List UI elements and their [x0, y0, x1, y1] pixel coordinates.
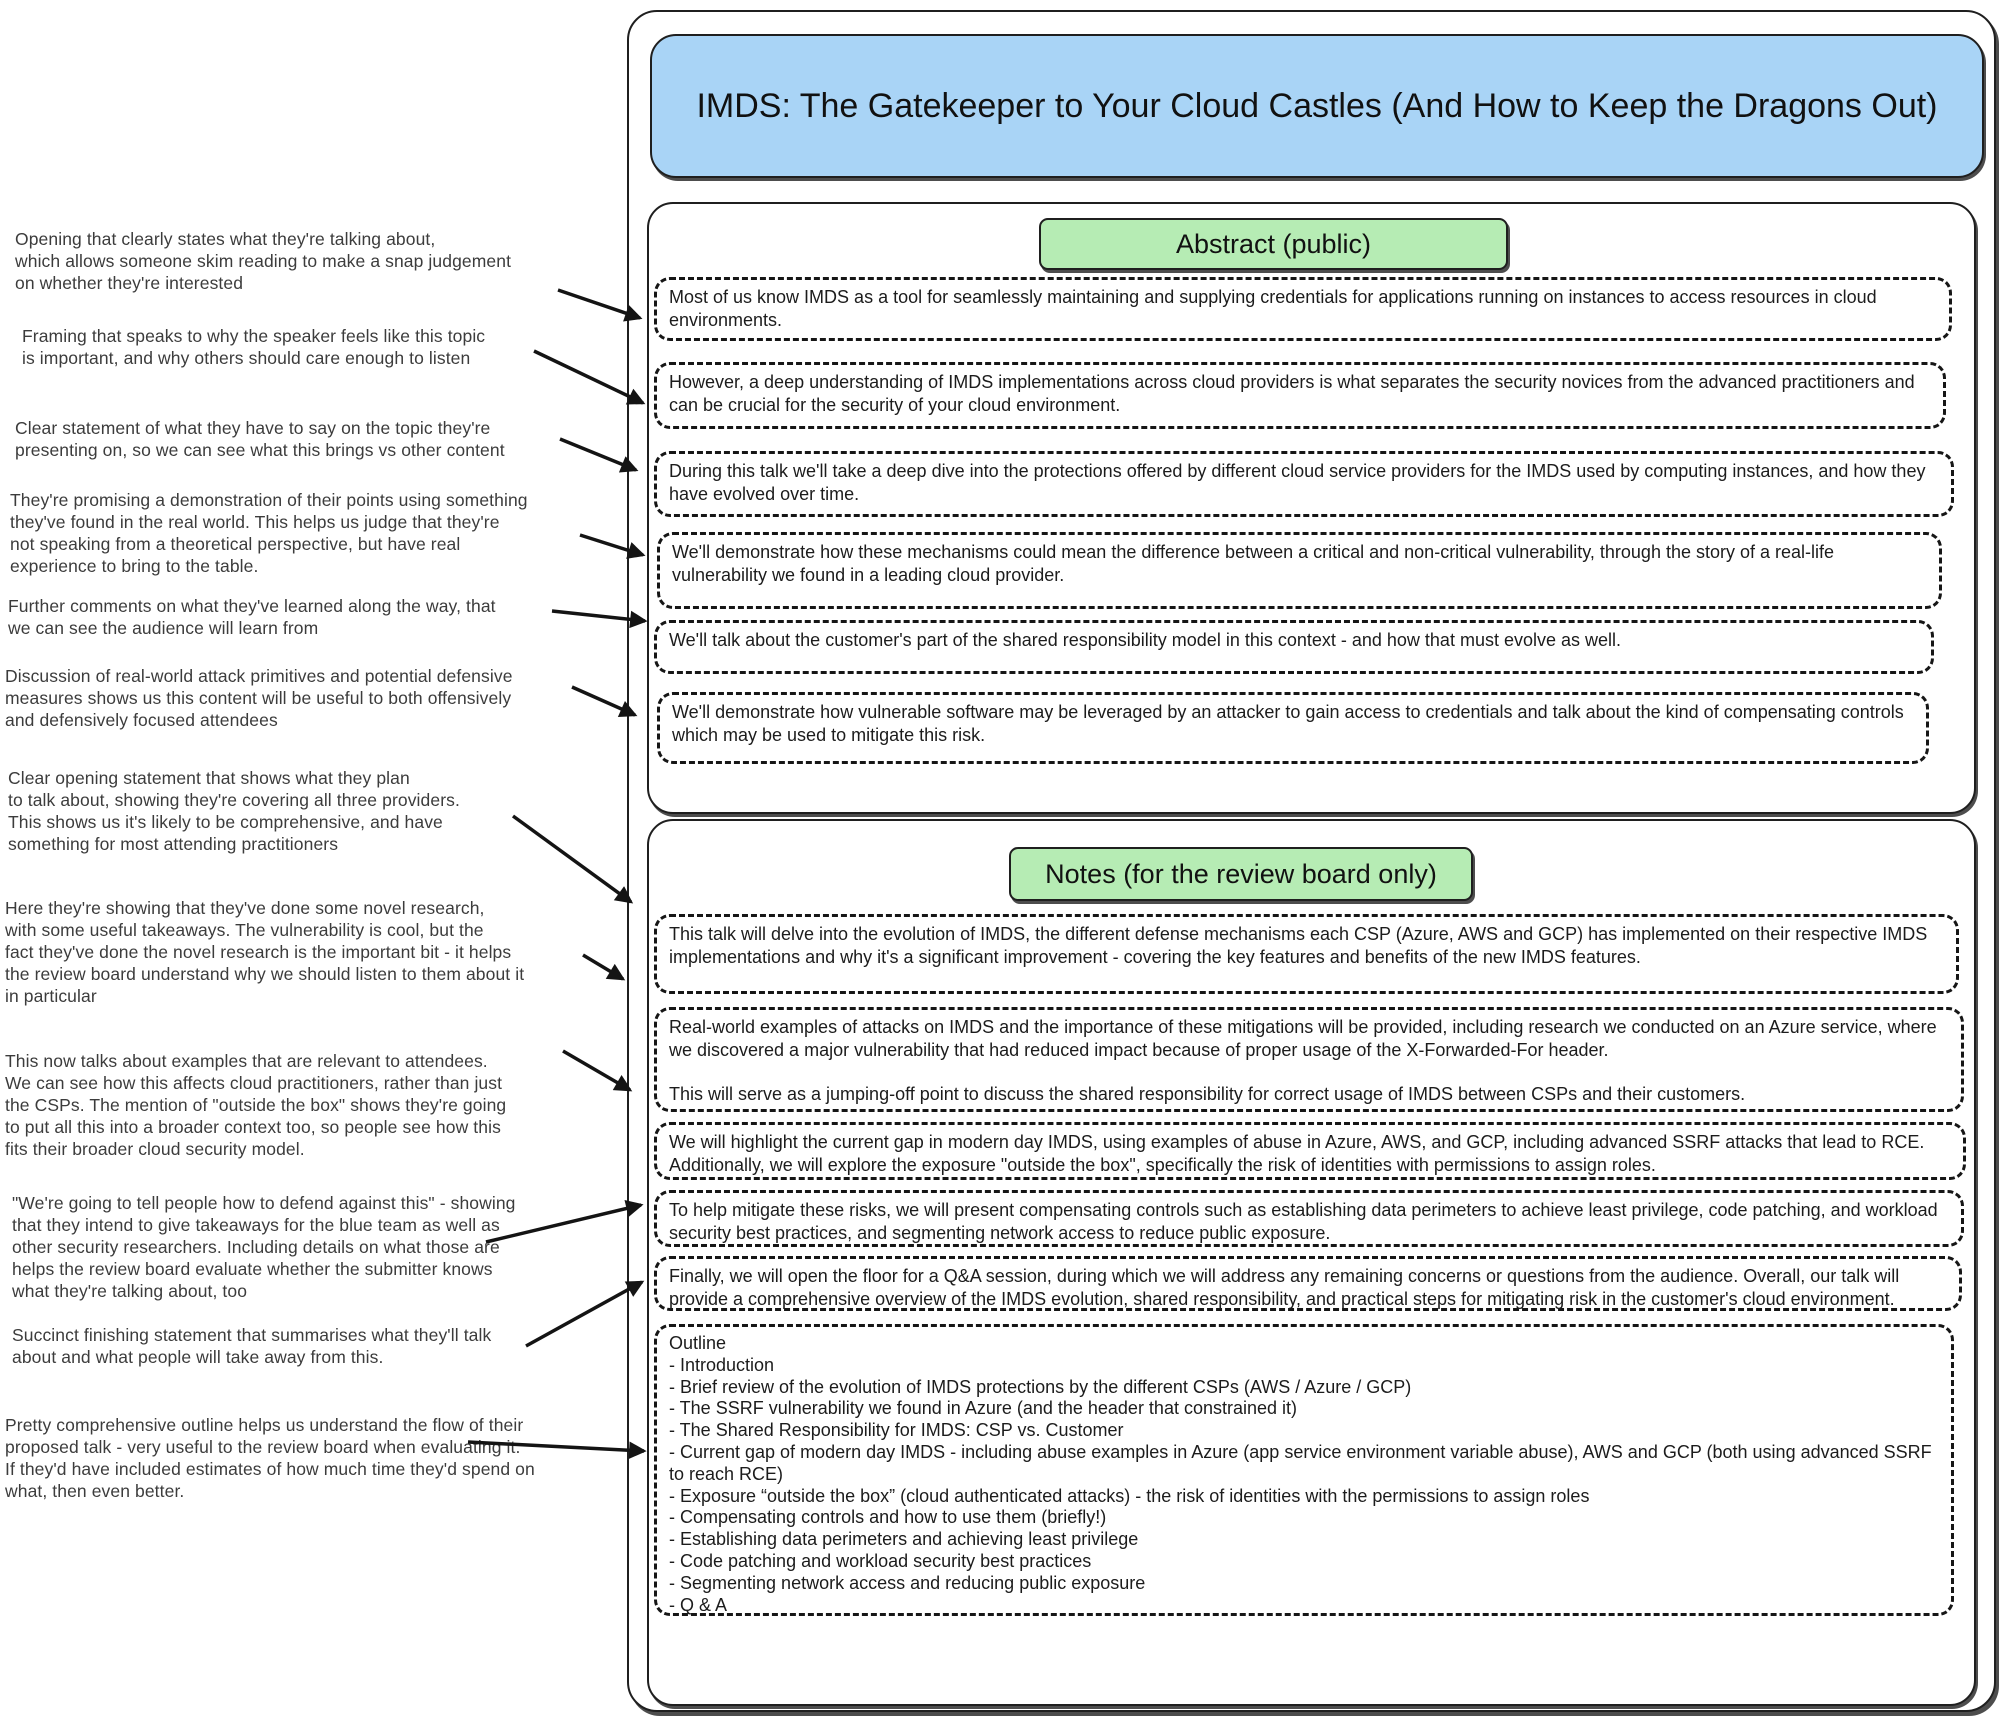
outline-item-9: - Code patching and workload security be… [669, 1550, 1092, 1571]
outline-item-10: - Segmenting network access and reducing… [669, 1572, 1146, 1593]
notes-label: Notes (for the review board only) [1009, 847, 1473, 901]
notes-box-4: To help mitigate these risks, we will pr… [654, 1190, 1964, 1247]
annotation-clear-statement: Clear statement of what they have to say… [15, 418, 505, 460]
abstract-box-2: However, a deep understanding of IMDS im… [654, 362, 1946, 429]
annotation-further-comments: Further comments on what they've learned… [8, 596, 496, 638]
annotation-framing: Framing that speaks to why the speaker f… [22, 326, 486, 368]
abstract-box-2-text: However, a deep understanding of IMDS im… [669, 372, 1915, 415]
notes-box-2-text: Real-world examples of attacks on IMDS a… [669, 1017, 1937, 1060]
notes-box-1: This talk will delve into the evolution … [654, 914, 1959, 994]
arrow-to-notes-box-1 [511, 814, 634, 904]
abstract-label: Abstract (public) [1039, 218, 1508, 270]
abstract-box-6-text: We'll demonstrate how vulnerable softwar… [672, 702, 1904, 745]
abstract-box-1: Most of us know IMDS as a tool for seaml… [654, 277, 1952, 341]
notes-box-3-text: We will highlight the current gap in mod… [669, 1132, 1925, 1175]
outline-item-2: - Brief review of the evolution of IMDS … [669, 1376, 1412, 1397]
abstract-box-3-text: During this talk we'll take a deep dive … [669, 461, 1926, 504]
annotation-demonstration: They're promising a demonstration of the… [10, 490, 528, 576]
talk-title-box: IMDS: The Gatekeeper to Your Cloud Castl… [650, 34, 1984, 178]
annotation-novel-research: Here they're showing that they've done s… [5, 898, 525, 1006]
abstract-box-5-text: We'll talk about the customer's part of … [669, 630, 1622, 650]
outline-item-6: - Exposure “outside the box” (cloud auth… [669, 1485, 1590, 1506]
annotation-finishing-statement: Succinct finishing statement that summar… [12, 1325, 492, 1367]
outline-item-1: - Introduction [669, 1354, 775, 1375]
notes-box-2-text-2: This will serve as a jumping-off point t… [669, 1084, 1746, 1104]
outline-item-11: - Q & A [669, 1594, 728, 1615]
notes-box-2: Real-world examples of attacks on IMDS a… [654, 1007, 1964, 1112]
annotation-opening-statement: Clear opening statement that shows what … [8, 768, 460, 854]
arrow-to-notes-box-2 [582, 953, 626, 981]
notes-box-5: Finally, we will open the floor for a Q&… [654, 1256, 1962, 1311]
outline-item-3: - The SSRF vulnerability we found in Azu… [669, 1398, 1298, 1419]
outline-item-8: - Establishing data perimeters and achie… [669, 1529, 1139, 1550]
abstract-box-5: We'll talk about the customer's part of … [654, 620, 1934, 674]
arrow-to-abstract-box-3 [559, 437, 639, 473]
outline-title: Outline [669, 1333, 727, 1353]
abstract-box-1-text: Most of us know IMDS as a tool for seaml… [669, 287, 1877, 330]
outline-item-4: - The Shared Responsibility for IMDS: CS… [669, 1420, 1124, 1441]
abstract-box-6: We'll demonstrate how vulnerable softwar… [657, 692, 1929, 764]
talk-title: IMDS: The Gatekeeper to Your Cloud Castl… [696, 86, 1938, 125]
arrow-to-notes-box-3 [562, 1049, 633, 1092]
notes-box-1-text: This talk will delve into the evolution … [669, 924, 1928, 967]
submission-panel: IMDS: The Gatekeeper to Your Cloud Castl… [627, 10, 1996, 1712]
outline-box: Outline - Introduction - Brief review of… [654, 1324, 1954, 1616]
annotation-opening: Opening that clearly states what they're… [15, 229, 512, 293]
arrow-to-notes-box-5 [525, 1280, 645, 1348]
abstract-box-4-text: We'll demonstrate how these mechanisms c… [672, 542, 1835, 585]
notes-box-5-text: Finally, we will open the floor for a Q&… [669, 1266, 1900, 1309]
annotation-outline-comment: Pretty comprehensive outline helps us un… [5, 1415, 535, 1501]
annotation-relevant-examples: This now talks about examples that are r… [5, 1051, 507, 1159]
abstract-box-3: During this talk we'll take a deep dive … [654, 451, 1954, 517]
notes-box-3: We will highlight the current gap in mod… [654, 1122, 1966, 1180]
arrow-to-abstract-box-6 [571, 685, 638, 717]
annotation-defend-takeaways: "We're going to tell people how to defen… [12, 1193, 516, 1301]
abstract-section: Abstract (public) Most of us know IMDS a… [647, 202, 1976, 814]
notes-box-4-text: To help mitigate these risks, we will pr… [669, 1200, 1938, 1243]
outline-item-7: - Compensating controls and how to use t… [669, 1507, 1107, 1528]
notes-section: Notes (for the review board only) This t… [647, 819, 1976, 1706]
abstract-box-4: We'll demonstrate how these mechanisms c… [657, 532, 1942, 609]
outline-item-5: - Current gap of modern day IMDS - inclu… [669, 1441, 1937, 1484]
annotation-attack-primitives: Discussion of real-world attack primitiv… [5, 666, 513, 730]
